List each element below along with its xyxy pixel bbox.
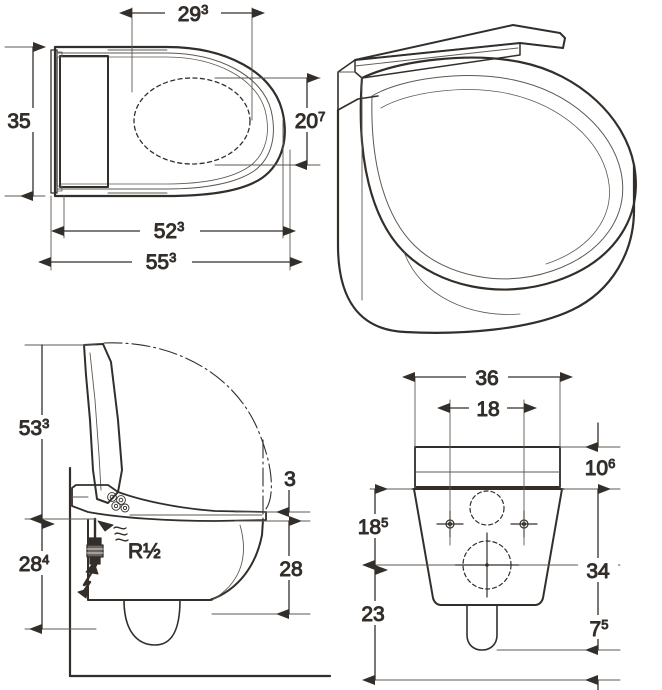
dim-front-base-offset: 75 [578, 615, 624, 690]
lightning-bolt-icon [77, 561, 99, 599]
dim-front-outlet-to-base: 23 [353, 565, 393, 685]
side-lid-open [83, 343, 123, 504]
dim-label-side-bowl-depth: 28 [279, 558, 302, 581]
side-extension-lines [24, 344, 311, 630]
spray-nozzle-icon [107, 492, 130, 513]
dim-label-front-base-offset: 75 [590, 617, 609, 641]
dim-side-bowl-depth: 28 [275, 516, 309, 619]
plan-view-group: 293 35 207 523 [2, 2, 338, 275]
water-flow-icon [97, 520, 129, 542]
lid-swing-arc [103, 342, 272, 513]
dim-label-front-width-total: 36 [475, 367, 498, 390]
dim-side-lid-open-height: 533 [10, 344, 62, 524]
dim-label-plan-length-bowl: 523 [154, 219, 185, 243]
dim-front-bolt-spacing: 18 [437, 397, 537, 422]
dim-label-side-seat-thickness: 3 [284, 468, 296, 491]
dim-label-plan-width-inner: 293 [178, 2, 209, 26]
side-view-group: R½ 533 284 [10, 342, 332, 678]
plan-outer-outline [53, 45, 286, 198]
dim-label-plan-opening-width: 207 [295, 109, 326, 133]
flush-inlet-icon [469, 490, 505, 526]
front-outlet-stub [466, 604, 498, 651]
dim-label-side-seat-height: 284 [19, 552, 50, 576]
dim-front-width-total: 36 [402, 366, 573, 391]
dim-plan-length-bowl: 523 [51, 219, 296, 244]
dim-label-plan-length-total: 553 [146, 250, 177, 274]
dim-label-front-body-height: 34 [586, 560, 610, 583]
dim-plan-opening-width: 207 [288, 73, 338, 170]
dim-side-seat-height: 284 [10, 519, 62, 634]
dim-plan-length-total: 553 [38, 250, 303, 275]
front-body [413, 488, 563, 606]
dim-label-front-outlet-to-base: 23 [361, 603, 384, 626]
dim-label-front-lid-height: 106 [585, 456, 616, 480]
dim-side-seat-thickness: 3 [276, 466, 303, 517]
dim-label-plan-depth-total: 35 [7, 110, 30, 133]
front-lid [414, 446, 561, 488]
plan-control-box [50, 49, 168, 194]
side-bowl [87, 519, 264, 601]
front-view-group: 36 18 106 185 [349, 366, 630, 690]
water-supply-fitting [86, 517, 104, 565]
plan-bowl-opening [133, 77, 251, 165]
dim-front-lid-height: 106 [576, 422, 630, 481]
label-water-connection: R½ [128, 540, 161, 563]
waste-outlet-icon [454, 532, 520, 598]
dim-front-body-height: 34 [578, 484, 618, 655]
dim-plan-width-inner: 293 [119, 2, 265, 27]
dim-label-side-lid-open-height: 533 [19, 416, 50, 440]
dim-label-front-bolt-height: 185 [358, 515, 389, 539]
dim-front-bolt-height: 185 [349, 484, 401, 570]
dim-label-front-bolt-spacing: 18 [476, 398, 499, 421]
perspective-view-group [336, 24, 637, 334]
side-seat-plate [71, 484, 267, 522]
side-outlet-stub [123, 599, 181, 646]
dim-plan-depth-total: 35 [2, 42, 46, 201]
